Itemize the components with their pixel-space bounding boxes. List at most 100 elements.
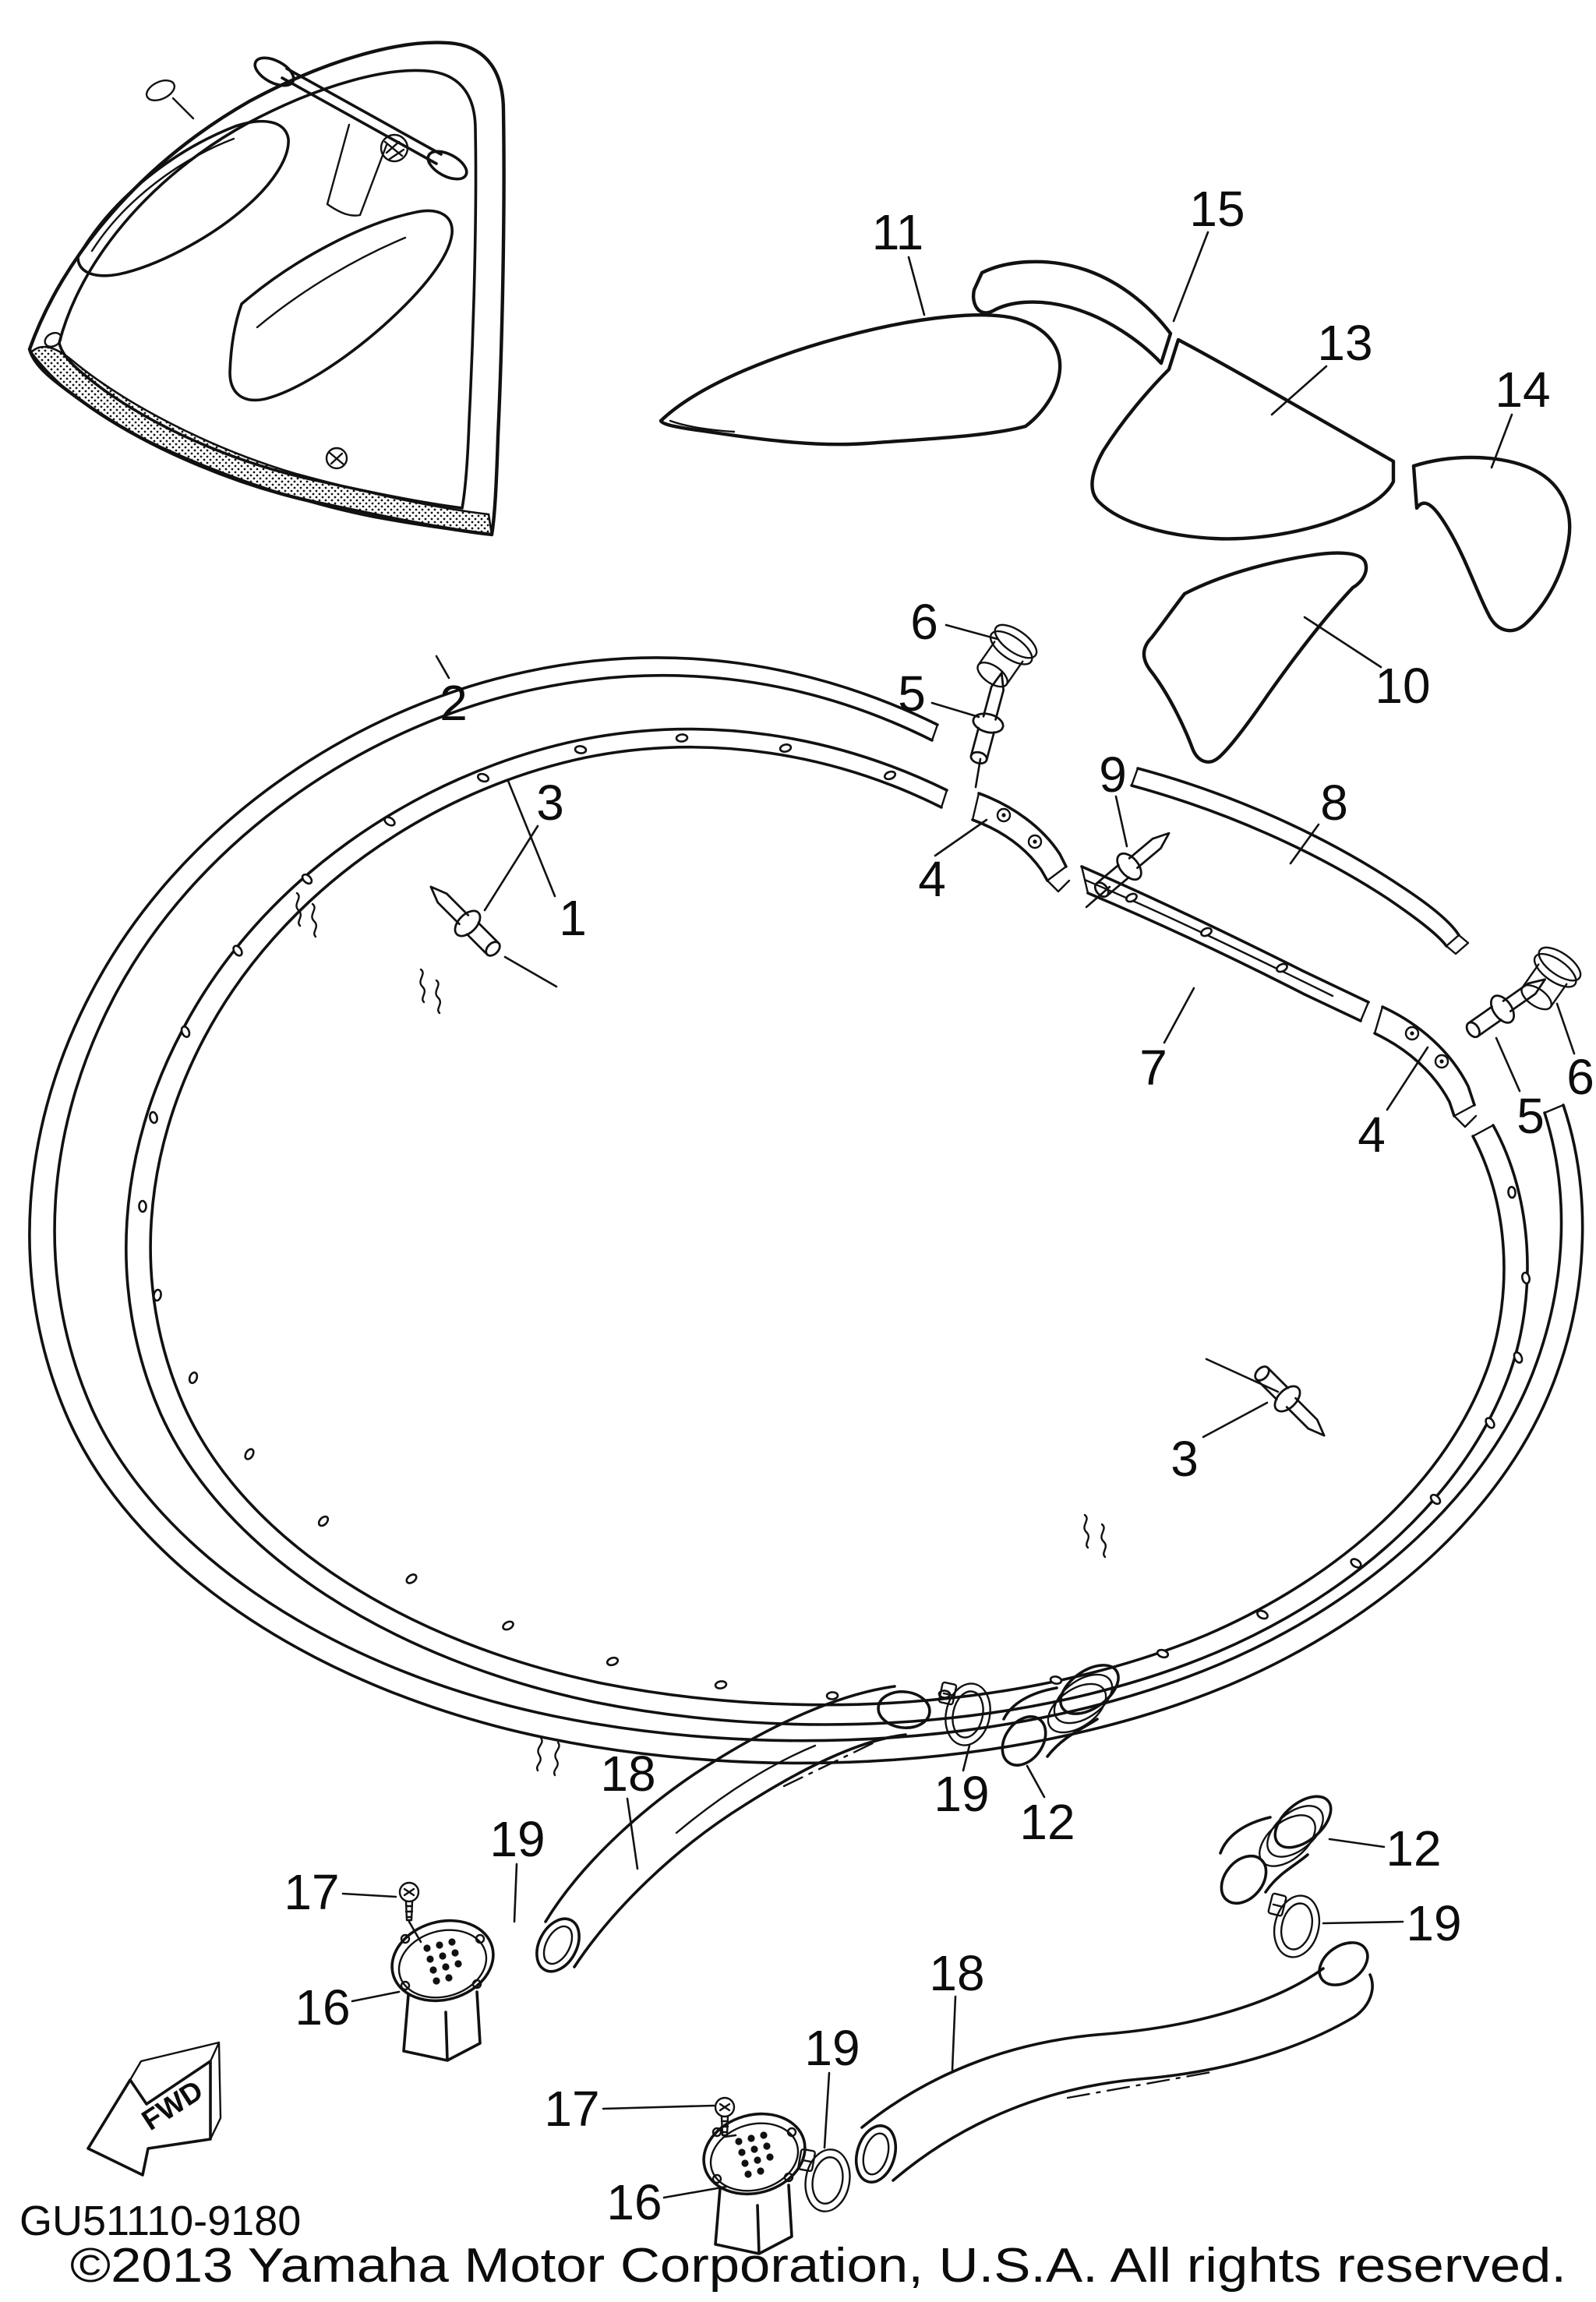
callout-12-right: 12 <box>1386 1820 1441 1877</box>
part-16-fitting-lower <box>702 2112 807 2255</box>
part-11-fold-line <box>669 419 736 433</box>
screw-17-left-pointer <box>408 1920 422 1944</box>
jetski-fuel-cap <box>380 133 409 163</box>
rivet-9 <box>1086 820 1181 906</box>
jetski-deck-screw <box>325 447 348 470</box>
jetski-hull-outline <box>27 41 506 537</box>
gunwale-ring <box>28 656 1584 1777</box>
callout-numbers: 1 2 3 3 4 4 5 5 6 6 7 8 9 10 11 12 12 13… <box>284 181 1594 2230</box>
callout-16-left: 16 <box>295 1979 350 2035</box>
part-18-hose-lower <box>854 1941 1374 2184</box>
callout-19-lower: 19 <box>804 2020 860 2076</box>
callout-19-left: 19 <box>489 1811 545 1867</box>
callout-4-top: 4 <box>918 851 946 907</box>
rivet-9-pointer <box>1085 885 1111 909</box>
jetski-hood <box>76 120 290 277</box>
callout-17-lower: 17 <box>544 2081 599 2137</box>
part-12-elbow-middle <box>1001 1664 1120 1767</box>
rivet-3-left-pointer <box>503 955 558 988</box>
callout-19-right: 19 <box>1406 1895 1461 1951</box>
callout-4-right: 4 <box>1358 1107 1386 1163</box>
callout-16-lower: 16 <box>606 2174 662 2230</box>
jetski-inset <box>27 41 506 537</box>
callout-leaders <box>341 231 1576 2199</box>
callout-14: 14 <box>1495 362 1550 418</box>
callout-15: 15 <box>1189 181 1245 237</box>
part-16-fitting-left <box>390 1919 495 2062</box>
part-2-outer-trim-outer-edge <box>28 656 1584 1765</box>
jetski-fuel-cap-hatch <box>383 140 405 161</box>
mat-parts <box>659 260 1572 764</box>
callout-12-middle: 12 <box>1019 1794 1075 1850</box>
callout-6-right: 6 <box>1566 1049 1594 1105</box>
part-18-hose-upper <box>535 1685 931 1973</box>
callout-8: 8 <box>1320 775 1348 831</box>
callout-3-left: 3 <box>536 775 564 831</box>
part-1-end-cuts <box>940 789 1495 1138</box>
part-11-mat <box>659 313 1062 447</box>
jetski-mirror <box>145 79 176 102</box>
callout-10: 10 <box>1375 658 1430 714</box>
part-1-rivet-holes <box>138 733 1531 1700</box>
jetski-rubrail-stipple <box>30 345 493 536</box>
fwd-arrow-face <box>87 2060 212 2177</box>
callout-5-top: 5 <box>898 666 926 722</box>
callout-1: 1 <box>559 890 587 946</box>
screw-17-left <box>398 1881 420 1922</box>
jetski-seat-seam <box>256 236 407 329</box>
part-7-trim-section <box>1080 865 1370 1022</box>
capnut-6-right <box>1510 940 1587 1019</box>
part-4-corner-right <box>1373 1005 1478 1128</box>
callout-11: 11 <box>872 204 923 260</box>
callout-5-right: 5 <box>1517 1088 1545 1144</box>
part-1-inner-trim-inner-edge <box>149 746 1506 1707</box>
clamp-19-lower <box>790 2143 856 2216</box>
callout-3-bottom: 3 <box>1171 1431 1199 1487</box>
fitting-left-grate-holes <box>423 1938 462 1985</box>
callout-19-middle: 19 <box>934 1766 989 1822</box>
part-4-corner-top <box>971 792 1071 893</box>
rivet-3-left <box>418 874 509 965</box>
part-13-mat <box>1090 337 1396 541</box>
jetski-seat <box>228 209 454 402</box>
fwd-arrow: FWD <box>87 2041 222 2177</box>
jetski-mirror-stalk <box>171 97 195 120</box>
copyright-line: ©2013 Yamaha Motor Corporation, U.S.A. A… <box>70 2239 1566 2293</box>
callout-2: 2 <box>440 675 468 731</box>
rivet-3-bottom-pointer <box>1205 1358 1280 1393</box>
part-10-mat <box>1142 551 1368 764</box>
fasteners <box>418 617 1587 1448</box>
fwd-arrow-label: FWD <box>136 2074 209 2136</box>
part-14-mat <box>1411 455 1572 633</box>
jetski-bow-eye <box>44 331 62 348</box>
rivet-5-top-pointer <box>974 757 982 789</box>
callout-7: 7 <box>1139 1040 1167 1096</box>
rivet-5-right <box>1459 966 1555 1047</box>
jetski-deck-contour <box>58 69 478 510</box>
callout-9: 9 <box>1099 747 1127 803</box>
rivet-3-bottom <box>1246 1358 1336 1448</box>
fwd-arrow-top-face <box>129 2041 222 2141</box>
part-15-mat <box>971 260 1173 365</box>
part-8-outer-section <box>1130 767 1470 955</box>
callout-17-left: 17 <box>284 1864 339 1920</box>
drawing-number: GU51110-9180 <box>19 2198 301 2244</box>
callout-18-lower: 18 <box>929 1945 984 2001</box>
clamp-19-right <box>1258 1887 1327 1963</box>
jetski-hood-seam <box>90 137 235 252</box>
jetski-steering-column <box>326 123 388 217</box>
capnut-6-top <box>966 617 1043 697</box>
screw-17-lower-pointer <box>723 2134 737 2138</box>
callout-6-top: 6 <box>910 594 938 650</box>
part-12-elbow-right <box>1219 1795 1333 1905</box>
hose-assemblies <box>390 1664 1374 2255</box>
jetski-grip-left <box>253 56 295 87</box>
callout-13: 13 <box>1317 315 1372 371</box>
callout-18-upper: 18 <box>600 1746 655 1802</box>
jetski-deck-screw-slot <box>328 451 345 466</box>
part-2-outer-trim-inner-edge <box>53 673 1563 1742</box>
fitting-lower-grate-holes <box>735 2131 774 2178</box>
jetski-grip-right <box>426 150 468 181</box>
jetski-handlebar <box>281 67 443 165</box>
